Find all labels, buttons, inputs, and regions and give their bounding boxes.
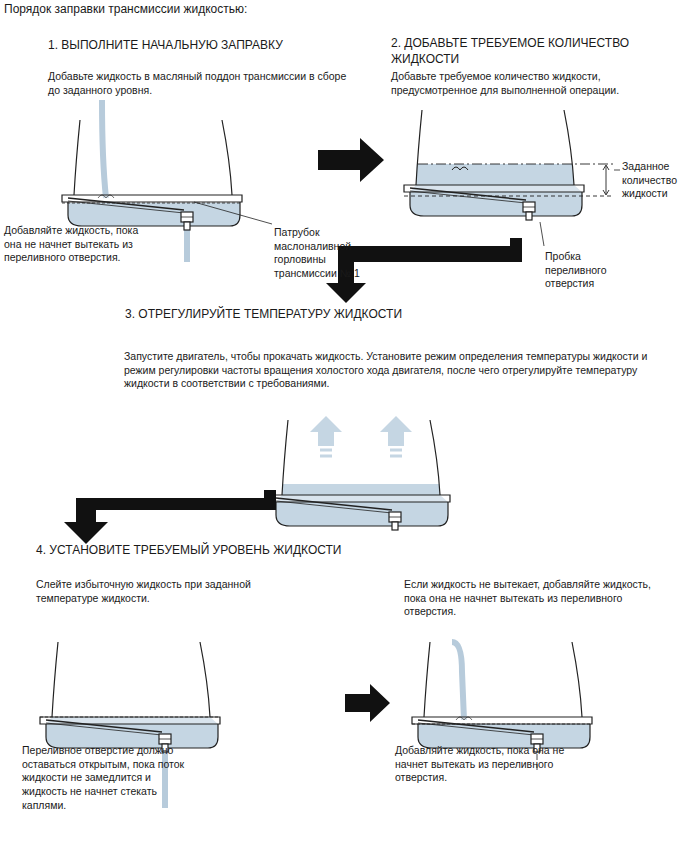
note-text: Добавьте жидкость в масляный поддон тран… [48,70,348,97]
note-text: Добавьте требуемое количество жидкости, … [391,70,683,97]
step-heading: 3. ОТРЕГУЛИРУЙТЕ ТЕМПЕРАТУРУ ЖИДКОСТИ [125,307,525,323]
note-text: Слейте избыточную жидкость при заданной … [36,578,286,605]
note-text: Добавляйте жидкость, пока она не начнет … [395,744,565,785]
note-text: Запустите двигатель, чтобы прокачать жид… [124,350,669,391]
step-heading: 1. ВЫПОЛНИТЕ НАЧАЛЬНУЮ ЗАПРАВКУ [48,38,348,54]
note-text: Если жидкость не вытекает, добавляйте жи… [404,578,654,619]
note-text: Патрубок маслоналивной горловины трансми… [274,226,384,281]
page-title: Порядок заправки трансмиссии жидкостью: [4,2,404,18]
note-text: Заданное количество жидкости [622,160,684,201]
note-text: Пробка переливного отверстия [545,250,635,291]
step-heading: 4. УСТАНОВИТЕ ТРЕБУЕМЫЙ УРОВЕНЬ ЖИДКОСТИ [36,543,436,559]
pan-step3 [270,416,450,534]
pan-step2 [404,110,620,246]
step-heading: 2. ДОБАВЬТЕ ТРЕБУЕМОЕ КОЛИЧЕСТВО ЖИДКОСТ… [391,36,683,67]
note-text: Переливное отверстие должно оставаться о… [22,744,187,812]
note-text: Добавляйте жидкость, пока она не начнет … [4,224,154,265]
